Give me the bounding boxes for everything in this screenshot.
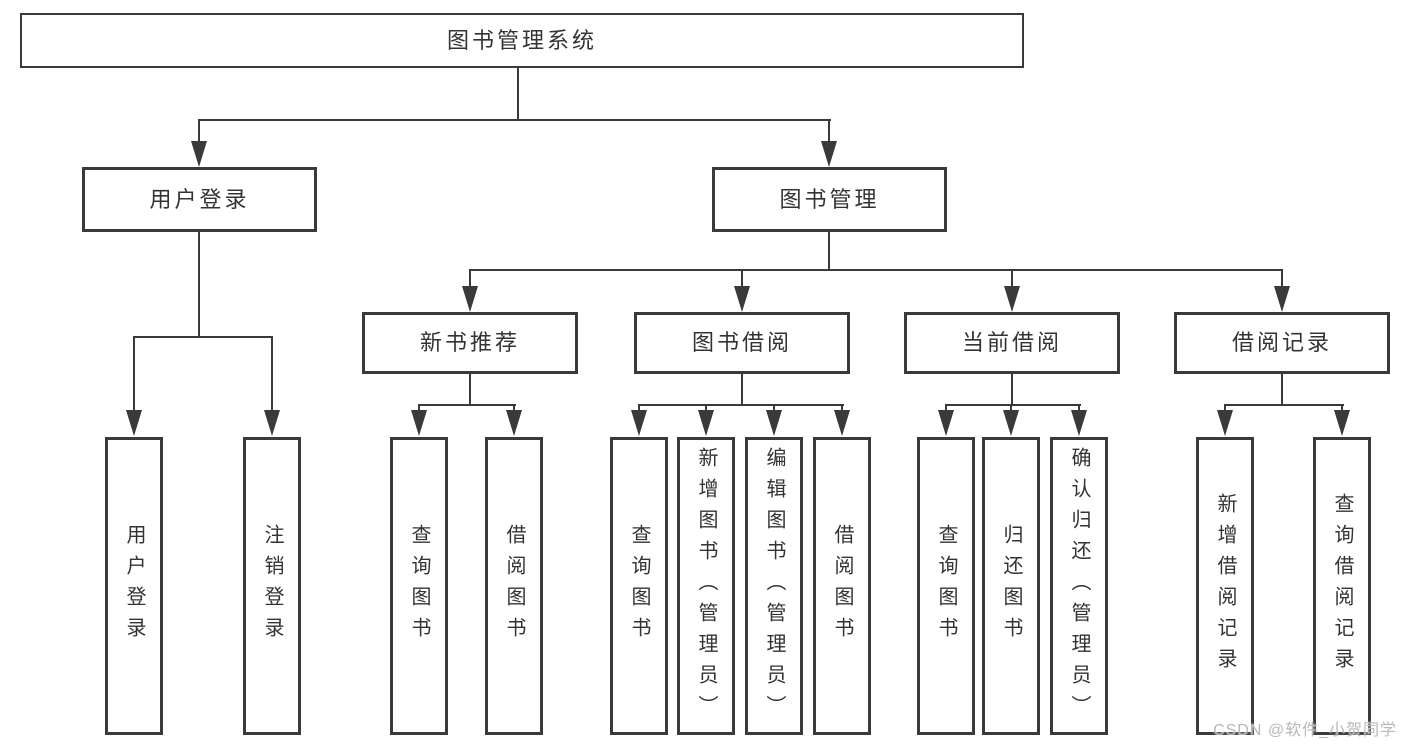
- node-label: 确认归还（管理员）: [1068, 446, 1090, 726]
- arrow-down-icon: [506, 410, 522, 436]
- arrow-down-icon: [411, 410, 427, 436]
- node-label: 图书管理: [779, 186, 880, 212]
- node-label: 借阅图书: [503, 524, 525, 648]
- connector-line: [469, 269, 1283, 271]
- connector-line: [741, 374, 743, 405]
- connector-line: [705, 405, 707, 412]
- arrow-down-icon: [698, 410, 714, 436]
- arrow-down-icon: [1217, 410, 1233, 436]
- node-label: 新书推荐: [419, 330, 520, 355]
- arrow-down-icon: [1003, 410, 1019, 436]
- connector-line: [1224, 405, 1226, 412]
- node-label: 编辑图书（管理员）: [763, 446, 785, 726]
- node-borrowing-records: 借阅记录: [1174, 312, 1390, 374]
- connector-line: [469, 374, 471, 405]
- arrow-down-icon: [1274, 286, 1290, 312]
- connector-line: [1281, 270, 1283, 288]
- connector-line: [133, 336, 273, 338]
- connector-line: [198, 232, 200, 337]
- connector-line: [1011, 270, 1013, 288]
- node-leaf-borrow-edit-books-admin: 编辑图书（管理员）: [745, 437, 803, 735]
- connector-line: [271, 337, 273, 412]
- node-label: 借阅图书: [831, 524, 853, 648]
- arrow-down-icon: [734, 286, 750, 312]
- connector-line: [1010, 405, 1012, 412]
- connector-line: [828, 120, 830, 143]
- arrow-down-icon: [766, 410, 782, 436]
- arrow-down-icon: [834, 410, 850, 436]
- connector-line: [1224, 404, 1344, 406]
- node-leaf-logout: 注销登录: [243, 437, 301, 735]
- connector-line: [841, 405, 843, 412]
- connector-line: [418, 404, 516, 406]
- node-leaf-borrow-query-books: 查询图书: [610, 437, 668, 735]
- node-label: 用户登录: [149, 186, 250, 212]
- node-book-management: 图书管理: [712, 167, 947, 232]
- node-current-borrowing: 当前借阅: [904, 312, 1120, 374]
- node-leaf-recommend-query-books: 查询图书: [390, 437, 448, 735]
- node-label: 当前借阅: [961, 330, 1062, 355]
- connector-line: [1078, 405, 1080, 412]
- connector-line: [1341, 405, 1343, 412]
- arrow-down-icon: [191, 141, 207, 167]
- node-leaf-records-query-record: 查询借阅记录: [1313, 437, 1371, 735]
- connector-line: [741, 270, 743, 288]
- arrow-down-icon: [631, 410, 647, 436]
- connector-line: [517, 68, 519, 120]
- connector-line: [773, 405, 775, 412]
- arrow-down-icon: [821, 141, 837, 167]
- node-root-label: 图书管理系统: [446, 27, 597, 53]
- node-label: 图书借阅: [691, 330, 792, 355]
- node-new-book-recommend: 新书推荐: [362, 312, 578, 374]
- node-leaf-borrow-add-books-admin: 新增图书（管理员）: [677, 437, 735, 735]
- connector-line: [133, 337, 135, 412]
- connector-line: [828, 232, 830, 270]
- arrow-down-icon: [264, 410, 280, 436]
- connector-line: [198, 119, 831, 121]
- node-label: 归还图书: [1000, 524, 1022, 648]
- connector-line: [198, 120, 200, 143]
- arrow-down-icon: [1004, 286, 1020, 312]
- connector-line: [1011, 374, 1013, 405]
- node-label: 新增借阅记录: [1214, 493, 1236, 679]
- node-label: 查询图书: [935, 524, 957, 648]
- node-label: 查询借阅记录: [1331, 493, 1353, 679]
- node-label: 用户登录: [123, 524, 145, 648]
- node-leaf-current-query-books: 查询图书: [917, 437, 975, 735]
- arrow-down-icon: [1334, 410, 1350, 436]
- node-label: 新增图书（管理员）: [695, 446, 717, 726]
- node-label: 查询图书: [628, 524, 650, 648]
- node-book-borrowing: 图书借阅: [634, 312, 850, 374]
- connector-line: [469, 270, 471, 288]
- node-label: 注销登录: [261, 524, 283, 648]
- node-leaf-current-return-books: 归还图书: [982, 437, 1040, 735]
- connector-line: [638, 404, 844, 406]
- connector-line: [945, 405, 947, 412]
- node-root: 图书管理系统: [20, 13, 1024, 68]
- arrow-down-icon: [126, 410, 142, 436]
- connector-line: [513, 405, 515, 412]
- arrow-down-icon: [1071, 410, 1087, 436]
- node-leaf-records-add-record: 新增借阅记录: [1196, 437, 1254, 735]
- arrow-down-icon: [938, 410, 954, 436]
- node-leaf-recommend-borrow-books: 借阅图书: [485, 437, 543, 735]
- node-label: 借阅记录: [1231, 330, 1332, 355]
- connector-line: [945, 404, 1081, 406]
- watermark: CSDN @软件_小贺同学: [1213, 722, 1397, 739]
- node-user-login: 用户登录: [82, 167, 317, 232]
- node-label: 查询图书: [408, 524, 430, 648]
- node-leaf-current-confirm-return-admin: 确认归还（管理员）: [1050, 437, 1108, 735]
- connector-line: [638, 405, 640, 412]
- connector-line: [1281, 374, 1283, 405]
- node-leaf-borrow-borrow-books: 借阅图书: [813, 437, 871, 735]
- arrow-down-icon: [462, 286, 478, 312]
- connector-line: [418, 405, 420, 412]
- node-leaf-user-login: 用户登录: [105, 437, 163, 735]
